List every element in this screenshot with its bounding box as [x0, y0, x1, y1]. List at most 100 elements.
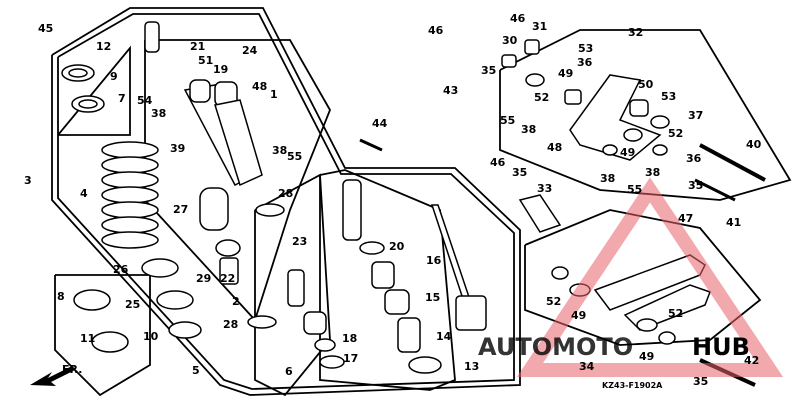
callout-label: 39 — [170, 142, 185, 155]
callout-label: 22 — [220, 272, 235, 285]
callout-label: 4 — [80, 187, 88, 200]
callout-label: 38 — [151, 107, 166, 120]
callout-label: 43 — [443, 84, 458, 97]
components — [61, 21, 766, 387]
callout-label: 21 — [190, 40, 205, 53]
callout-label: 49 — [571, 309, 586, 322]
circlip-b — [247, 315, 277, 329]
callout-label: 19 — [213, 63, 228, 76]
damper-body — [144, 21, 263, 187]
callout-label: 55 — [287, 150, 302, 163]
callout-label: 48 — [547, 141, 562, 154]
callout-label: 35 — [688, 179, 703, 192]
callout-label: 53 — [661, 90, 676, 103]
upper-link-group — [499, 29, 792, 201]
seal-group — [54, 274, 151, 397]
callout-label: 16 — [426, 254, 442, 267]
callout-label: 55 — [627, 183, 642, 196]
adjuster-nut-hole — [78, 99, 98, 109]
callout-label: 53 — [578, 42, 593, 55]
callout-label: 28 — [278, 187, 293, 200]
callout-label: 40 — [746, 138, 762, 151]
diagram-code: KZ43-F1902A — [602, 381, 663, 390]
callout-label: 45 — [38, 22, 53, 35]
callout-label: 1 — [270, 88, 278, 101]
bump-rubber — [199, 187, 229, 231]
callout-label: 28 — [223, 318, 238, 331]
callout-label: 8 — [57, 290, 65, 303]
callout-label: 32 — [628, 26, 643, 39]
outer-frame-b — [57, 13, 515, 390]
callout-label: 49 — [639, 350, 654, 363]
callout-label: 48 — [252, 80, 267, 93]
front-label: FR. — [62, 363, 82, 376]
upper-link — [501, 39, 670, 161]
watermark-text-part2: HUB — [692, 333, 750, 361]
callout-label: 46 — [490, 156, 506, 169]
callout-label: 49 — [558, 67, 573, 80]
bolt-41 — [694, 178, 736, 202]
callout-label: 35 — [693, 375, 708, 388]
callout-label: 9 — [110, 70, 118, 83]
callout-label: 52 — [668, 307, 683, 320]
callout-label: 51 — [198, 54, 213, 67]
circlip-a — [255, 203, 285, 217]
callout-label: 5 — [192, 364, 200, 377]
callout-label: 24 — [242, 44, 258, 57]
watermark-triangle — [516, 177, 784, 377]
dust-seal — [73, 289, 111, 311]
kit-frame-b — [319, 169, 456, 391]
callout-label: 18 — [342, 332, 357, 345]
outer-frame-a — [51, 7, 521, 396]
callout-label: 47 — [678, 212, 693, 225]
callout-label: 52 — [534, 91, 549, 104]
callout-label: 23 — [292, 235, 307, 248]
callout-label: 6 — [285, 365, 293, 378]
callout-label: 10 — [143, 330, 159, 343]
piston-b — [219, 257, 239, 285]
callout-label: 52 — [668, 127, 683, 140]
bolt-44 — [359, 138, 383, 152]
callout-label: 42 — [744, 354, 759, 367]
callout-label: 38 — [600, 172, 615, 185]
piston-a — [215, 239, 241, 257]
rod-end — [455, 295, 487, 331]
callout-label: 12 — [96, 40, 111, 53]
callout-label: 34 — [579, 360, 595, 373]
shock-spring — [101, 141, 159, 249]
callout-label: 46 — [510, 12, 526, 25]
callout-label: 35 — [512, 166, 527, 179]
watermark: AUTOMOTO HUB — [478, 177, 784, 377]
bolt-40 — [699, 143, 766, 182]
callout-label: 27 — [173, 203, 188, 216]
valve-stack-left — [287, 269, 345, 369]
collar-33 — [518, 194, 562, 233]
callout-label: 50 — [638, 78, 654, 91]
callout-label: 49 — [620, 146, 635, 159]
watermark-text-part1: AUTOMOTO — [478, 333, 633, 361]
callout-label: 36 — [686, 152, 702, 165]
callout-label: 17 — [343, 352, 358, 365]
stopper-ring — [168, 321, 202, 339]
spring-group — [57, 45, 131, 136]
callout-label: 26 — [113, 263, 129, 276]
callout-label: 31 — [532, 20, 547, 33]
oil-seal — [91, 331, 129, 353]
callout-label: 29 — [196, 272, 211, 285]
callout-label: 38 — [272, 144, 287, 157]
callout-label: 46 — [428, 24, 444, 37]
group-outlines — [51, 7, 792, 397]
callout-label: 55 — [500, 114, 515, 127]
spring-seat — [141, 258, 179, 278]
callout-label: 14 — [436, 330, 452, 343]
callout-label: 15 — [425, 291, 440, 304]
lower-link — [551, 254, 711, 345]
callout-label: 38 — [521, 123, 536, 136]
callout-label: 33 — [537, 182, 552, 195]
kit-frame-a — [254, 173, 331, 397]
callout-label: 52 — [546, 295, 561, 308]
lock-nut-hole — [68, 68, 88, 78]
